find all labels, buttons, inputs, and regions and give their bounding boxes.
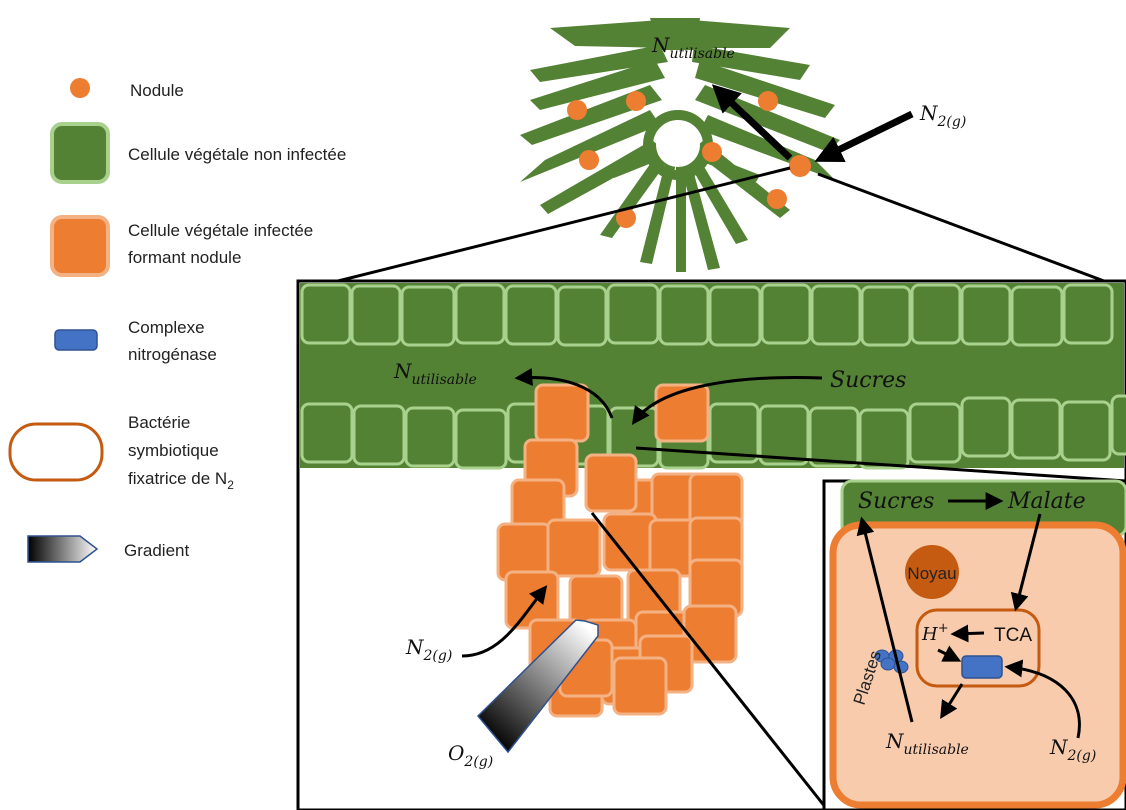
- tissue-cell: [608, 285, 658, 343]
- tissue-cell: [762, 285, 810, 343]
- root-n2-label: N2(g): [919, 101, 966, 130]
- tissue-cell: [1064, 285, 1112, 343]
- tissue-cell: [1012, 400, 1060, 458]
- tissue-cell: [456, 285, 504, 343]
- tissue-cell: [586, 455, 636, 511]
- tissue-cell: [506, 286, 556, 344]
- tissue-cell: [558, 287, 606, 345]
- tissue-cell: [402, 287, 454, 345]
- tissue-cell: [862, 287, 910, 345]
- arrow-tca-h: [954, 633, 984, 634]
- legend-complex-label-1: Complexe: [128, 318, 205, 337]
- tissue-cell: [860, 410, 908, 468]
- nodule: [758, 91, 778, 111]
- tissue-cell: [536, 385, 588, 441]
- tissue-cell: [812, 286, 860, 344]
- inset-malate-label: Malate: [1007, 489, 1086, 514]
- tissue-cell: [810, 408, 858, 466]
- cell-row-bottom: [302, 396, 1126, 468]
- legend-complex-label-2: nitrogénase: [128, 345, 217, 364]
- tissue-cell: [302, 404, 352, 462]
- tissue-cell: [302, 285, 350, 343]
- panel-sucres-label: Sucres: [830, 368, 906, 393]
- legend-nodule-label: Nodule: [130, 81, 184, 100]
- tissue-cell: [614, 658, 666, 714]
- legend-nitrogenase-symbol: [55, 330, 97, 350]
- legend-bacterium-label-2: symbiotique: [128, 441, 219, 460]
- tissue-cell: [1112, 396, 1126, 454]
- legend: Nodule Cellule végétale non infectée Cel…: [10, 78, 346, 562]
- tissue-cell: [710, 287, 760, 345]
- nitrogenase-complex: [962, 656, 1002, 678]
- nodule: [767, 189, 787, 209]
- tissue-cell: [912, 285, 960, 343]
- tissue-cell: [548, 520, 600, 576]
- nodule: [702, 142, 722, 162]
- legend-bacterium-label-1: Bactérie: [128, 413, 190, 432]
- tissue-cell: [962, 398, 1010, 456]
- tissue-cell: [406, 408, 454, 466]
- tissue-cell: [456, 410, 506, 468]
- arrow-n2-root: [822, 114, 912, 158]
- nucleus-label: Noyau: [907, 564, 956, 583]
- tca-label: TCA: [994, 625, 1032, 646]
- nodule: [626, 91, 646, 111]
- nodule: [789, 155, 811, 177]
- tissue-cell: [354, 406, 404, 464]
- tissue-cell: [352, 286, 400, 344]
- zoom-line: [338, 168, 790, 281]
- tissue-cell: [1012, 287, 1062, 345]
- inset-sucres-label: Sucres: [858, 489, 934, 514]
- legend-nodule-symbol: [70, 78, 90, 98]
- legend-bacterium-symbol: [10, 424, 102, 480]
- tissue-cell: [910, 404, 960, 462]
- legend-gradient-symbol: [28, 536, 97, 562]
- nodule: [567, 100, 587, 120]
- tissue-cell: [656, 385, 708, 441]
- tissue-cell: [760, 406, 808, 464]
- legend-gradient-label: Gradient: [124, 541, 189, 560]
- legend-bacterium-label-3: fixatrice de N2: [128, 469, 234, 492]
- legend-infected-cell-symbol: [52, 217, 108, 275]
- legend-infected-cell-label-1: Cellule végétale infectée: [128, 221, 313, 240]
- legend-infected-cell-label-2: formant nodule: [128, 248, 241, 267]
- nodule: [579, 150, 599, 170]
- legend-uninfected-cell-label: Cellule végétale non infectée: [128, 145, 346, 164]
- tissue-cell: [1062, 402, 1110, 460]
- cell-row-top: [302, 285, 1112, 345]
- legend-uninfected-cell-symbol: [52, 124, 108, 182]
- tissue-cell: [962, 286, 1010, 344]
- zoom-line: [818, 174, 1104, 281]
- tissue-cell: [660, 286, 708, 344]
